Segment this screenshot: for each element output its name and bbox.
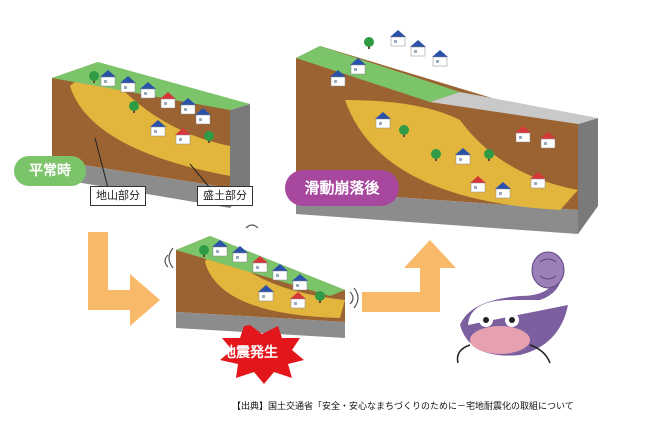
earthquake-burst — [220, 325, 304, 384]
normal-state-label: 平常時 — [14, 156, 86, 186]
original-ground-pointer — [94, 137, 109, 189]
earthquake-block — [164, 224, 359, 338]
after-landslide-label: 滑動崩落後 — [285, 170, 399, 206]
arrow-up-right-icon — [362, 240, 456, 312]
arrow-down-right-icon — [88, 232, 160, 326]
fill-soil-layer — [70, 62, 230, 176]
earthquake-label: 地震発生 — [222, 345, 278, 361]
fill-ground-label: 盛土部分 — [197, 186, 253, 206]
catfish-icon — [456, 251, 568, 364]
fill-ground-pointer — [189, 163, 211, 189]
original-ground-label: 地山部分 — [90, 186, 146, 206]
source-note: 【出典】国土交通省「安全・安心なまちづくりのために－宅地耐震化の取組について — [232, 402, 574, 412]
normal-block — [52, 62, 250, 208]
